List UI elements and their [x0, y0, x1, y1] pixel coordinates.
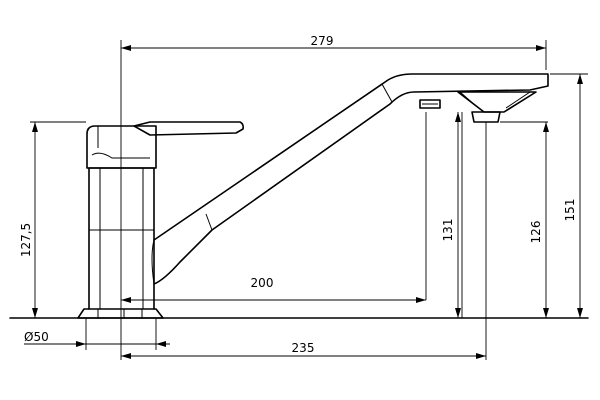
- faucet-underside-nozzle: [419, 99, 441, 109]
- dimension-label-127-5: 127,5: [19, 223, 33, 257]
- dimension-label-279: 279: [311, 34, 334, 48]
- dimension-spout-reach: 200: [121, 276, 426, 303]
- dimension-body-height: 127,5: [19, 122, 38, 318]
- dimension-label-200: 200: [251, 276, 274, 290]
- dimension-outlet-height-131: 131: [441, 112, 461, 318]
- dimension-overall-length: 279: [121, 34, 546, 51]
- faucet-aerator: [457, 91, 537, 113]
- dimension-label-151: 151: [563, 199, 577, 222]
- dimension-label-235: 235: [292, 341, 315, 355]
- dimension-label-diameter: Ø50: [24, 330, 49, 344]
- faucet-spout: [153, 73, 549, 285]
- dimension-base-to-outlet: 235: [121, 341, 486, 359]
- faucet-base-plate: [77, 308, 164, 319]
- dimension-base-diameter: Ø50: [24, 330, 170, 347]
- dimension-total-height: 151: [563, 74, 583, 318]
- faucet-body: [88, 167, 155, 310]
- dimension-label-126: 126: [529, 221, 543, 244]
- dimension-outlet-height-126: 126: [529, 122, 549, 318]
- extension-lines: [30, 40, 588, 360]
- dimension-label-131: 131: [441, 219, 455, 242]
- faucet-outline: [77, 73, 549, 319]
- faucet-lever-handle: [133, 121, 244, 136]
